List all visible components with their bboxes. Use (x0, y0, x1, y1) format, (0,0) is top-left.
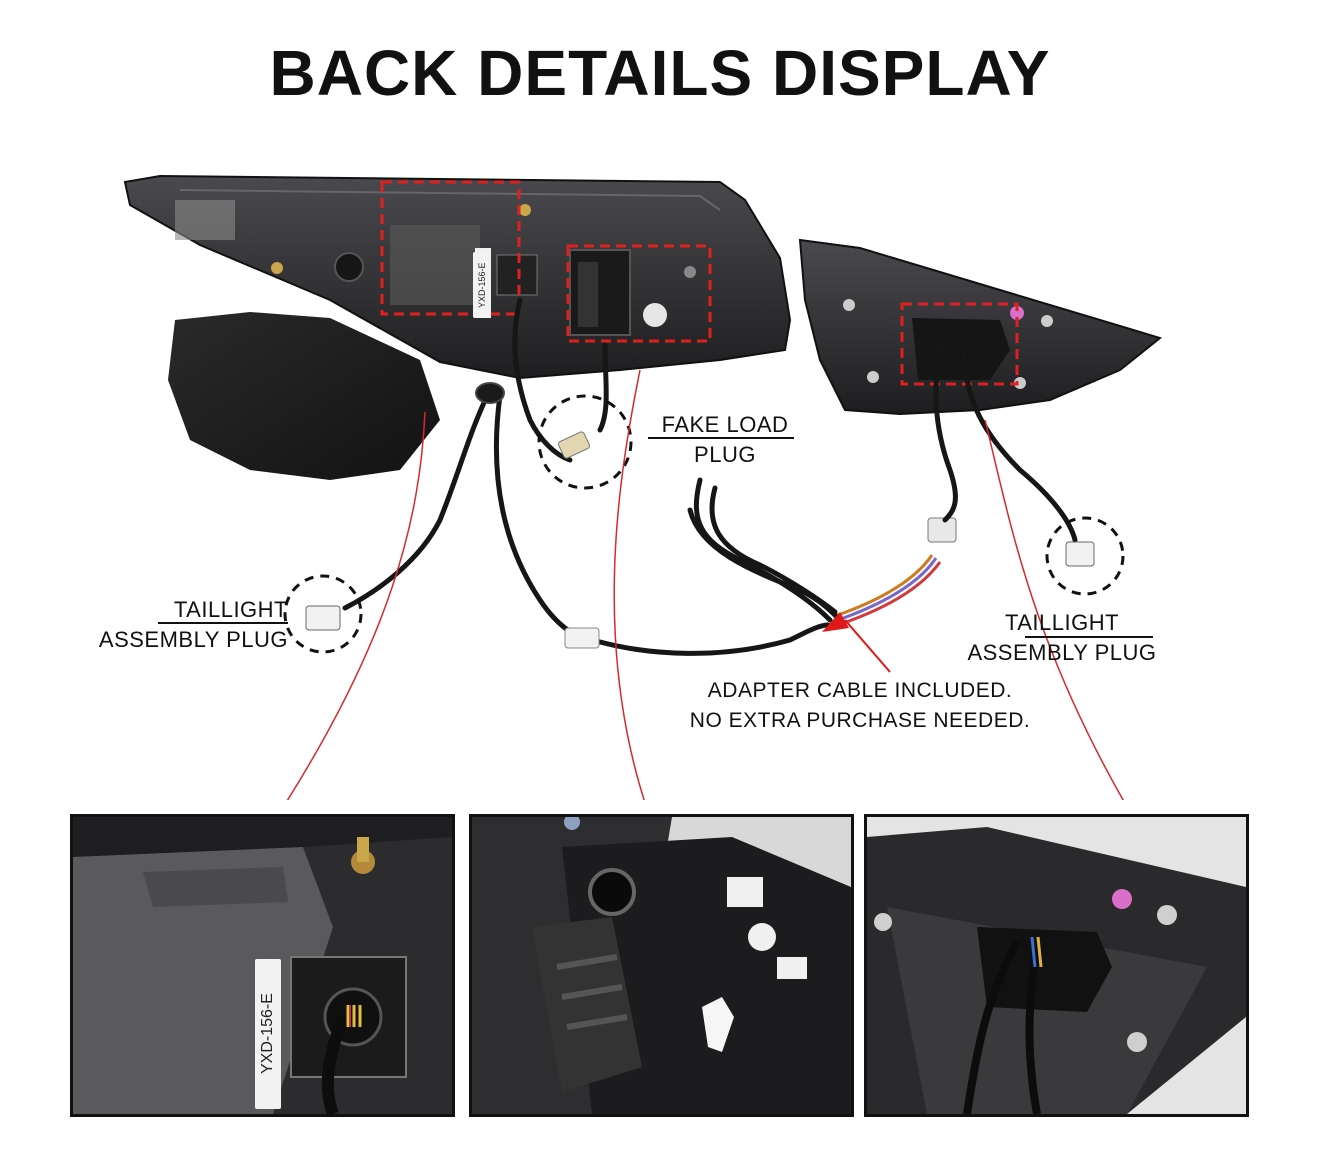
detail-photo-left: YXD-156-E (70, 814, 455, 1117)
detail-part-sticker: YXD-156-E (255, 959, 281, 1109)
main-part-sticker: YXD-156-E (473, 252, 491, 318)
fake-load-plug-connector (557, 431, 591, 459)
fake-load-label: FAKE LOAD PLUG (661, 412, 789, 467)
right-assembly-plug-connector (1065, 541, 1095, 567)
page-title: BACK DETAILS DISPLAY (269, 37, 1051, 109)
detail-photo-middle (469, 814, 854, 1117)
fake-load-underline (648, 437, 794, 439)
detail-photo-right (864, 814, 1249, 1117)
cloth-cover (168, 312, 440, 480)
adapter-label: ADAPTER CABLE INCLUDED. NO EXTRA PURCHAS… (689, 679, 1031, 732)
left-assembly-plug-connector (305, 605, 341, 631)
taillight-right-underline (1025, 636, 1153, 638)
taillight-right-label: TAILLIGHT ASSEMBLY PLUG (967, 610, 1157, 665)
taillight-left-underline (158, 622, 288, 624)
taillight-left-label: TAILLIGHT ASSEMBLY PLUG (98, 597, 288, 652)
taillight-diagram (123, 174, 1163, 800)
adapter-arrow (822, 612, 849, 632)
